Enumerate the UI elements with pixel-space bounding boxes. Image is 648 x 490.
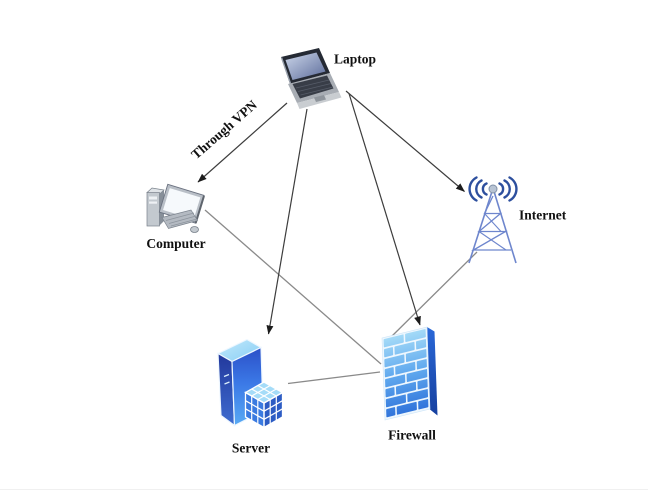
radio-tower-icon: [468, 176, 518, 264]
diagram-labels: Laptop Computer Internet Server Firewall…: [146, 52, 566, 456]
server-label: Server: [232, 441, 270, 456]
edge-laptop-computer: [197, 102, 288, 183]
edge-server-firewall: [287, 371, 381, 385]
desktop-computer-icon: [146, 183, 205, 233]
internet-label: Internet: [519, 208, 567, 223]
server-tower-icon: [216, 338, 284, 429]
server-cube-icon: [244, 381, 284, 429]
computer-tower-front: [146, 192, 160, 227]
laptop-icon: [280, 48, 342, 109]
edge-internet-firewall: [388, 251, 478, 340]
edge-laptop-server: [266, 108, 308, 335]
firewall-label: Firewall: [388, 428, 436, 443]
brick-wall-icon: [381, 326, 438, 421]
computer-mouse: [190, 226, 199, 233]
laptop-touchpad: [314, 95, 326, 102]
server-drive-slots: [223, 373, 230, 385]
laptop-screen: [285, 52, 326, 80]
edge-laptop-firewall: [348, 93, 421, 326]
diagram-edges: [197, 90, 478, 385]
signal-waves-icon: [468, 176, 518, 202]
firewall-bricks: [381, 326, 431, 421]
tower-beacon: [488, 184, 498, 194]
computer-label: Computer: [146, 236, 205, 251]
through-vpn-edge-label: Through VPN: [188, 97, 260, 162]
edge-laptop-internet: [345, 90, 465, 192]
laptop-label: Laptop: [334, 52, 376, 67]
edge-computer-firewall: [204, 209, 382, 365]
tower-lattice: [468, 192, 517, 264]
